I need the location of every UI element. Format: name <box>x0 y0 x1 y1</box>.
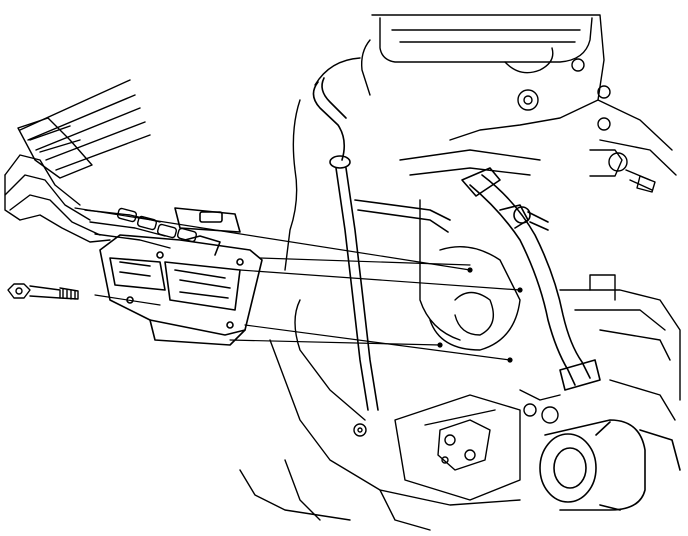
engine-block <box>239 14 681 531</box>
spark-plug-wire-harness <box>4 79 198 249</box>
assembly-leader-lines <box>74 207 523 363</box>
ignition-coil-pack <box>99 207 263 346</box>
dipstick-tube <box>312 77 451 411</box>
mounting-bolt <box>7 283 79 300</box>
coolant-hose <box>461 167 601 391</box>
alternator <box>539 419 681 511</box>
